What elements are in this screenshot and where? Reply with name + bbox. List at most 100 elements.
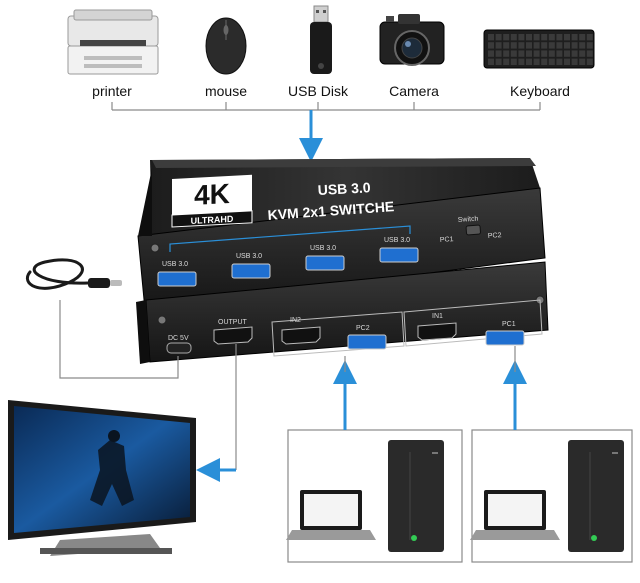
keyboard-key (571, 50, 578, 57)
keyboard-key (503, 42, 510, 49)
keyboard-key (556, 34, 563, 41)
mouse-icon (205, 17, 247, 75)
camera-icon (379, 14, 445, 66)
switch-toggle[interactable] (465, 224, 481, 236)
keyboard-key (526, 42, 532, 49)
peripheral-label-printer: printer (92, 83, 132, 99)
rear-output-label: OUTPUT (218, 319, 248, 326)
keyboard-key (541, 42, 548, 49)
usb-c-cable (26, 258, 122, 290)
switch-label: Switch (458, 216, 479, 224)
power-cable-line (59, 300, 179, 379)
keyboard-key (586, 58, 593, 65)
keyboard-key (495, 34, 502, 41)
device-title-usb: USB 3.0 (317, 179, 371, 198)
keyboard-key (579, 50, 586, 57)
keyboard-key (510, 34, 517, 41)
pc2-group (286, 429, 463, 563)
keyboard-key (548, 34, 555, 41)
keyboard-key (586, 50, 593, 57)
dc-5v-port (166, 342, 192, 354)
keyboard-key (571, 42, 578, 49)
hdmi-output-port (213, 326, 253, 345)
front-usb-port-label: USB 3.0 (236, 253, 262, 260)
keyboard-key (564, 34, 570, 41)
usb-pc2-port (347, 334, 387, 350)
front-usb-port-label: USB 3.0 (384, 237, 410, 244)
keyboard-key (510, 42, 517, 49)
keyboard-key (548, 58, 555, 65)
rear-in2-label: IN2 (290, 317, 301, 324)
keyboard-key (526, 50, 532, 57)
keyboard-key (571, 58, 578, 65)
rear-in1-label: IN1 (432, 313, 443, 320)
usb-pc1-port (485, 330, 525, 346)
hdmi-in2-port (281, 326, 321, 345)
keyboard-key (541, 58, 548, 65)
keyboard-icon (483, 29, 595, 69)
hdmi-in1-port (417, 322, 457, 341)
keyboard-key (488, 50, 494, 57)
keyboard-key (510, 50, 517, 57)
tv-monitor-icon (8, 400, 196, 556)
keyboard-key (533, 58, 540, 65)
keyboard-key (579, 58, 586, 65)
printer-icon (67, 9, 159, 75)
keyboard-key (518, 58, 525, 65)
keyboard-key (503, 50, 510, 57)
peripheral-bus-line (111, 102, 541, 111)
keyboard-key (579, 42, 586, 49)
keyboard-key (579, 34, 586, 41)
front-usb-port-label: USB 3.0 (162, 261, 188, 268)
keyboard-key (564, 42, 570, 49)
front-usb-port-label: USB 3.0 (310, 245, 336, 252)
usb-disk-icon (310, 5, 332, 74)
keyboard-key (571, 34, 578, 41)
rear-pc1-label: PC1 (502, 321, 516, 328)
keyboard-key (518, 42, 525, 49)
keyboard-key (518, 50, 525, 57)
switch-pc2-label: PC2 (488, 232, 502, 240)
keyboard-key (503, 58, 510, 65)
front-usb-port (231, 263, 271, 279)
keyboard-key (556, 50, 563, 57)
peripheral-label-keyboard: Keyboard (510, 83, 570, 99)
keyboard-key (495, 42, 502, 49)
front-usb-port (379, 247, 419, 263)
keyboard-key (586, 34, 593, 41)
logo-4k-text: 4K (194, 178, 230, 211)
keyboard-key (533, 34, 540, 41)
peripheral-label-usb-disk: USB Disk (288, 83, 349, 99)
keyboard-key (548, 42, 555, 49)
keyboard-key (541, 50, 548, 57)
keyboard-key (533, 50, 540, 57)
keyboard-key (533, 42, 540, 49)
keyboard-key (488, 58, 494, 65)
keyboard-key (586, 42, 593, 49)
peripheral-label-mouse: mouse (205, 83, 247, 99)
switch-pc1-label: PC1 (440, 236, 454, 244)
keyboard-key (526, 58, 532, 65)
keyboard-key (518, 34, 525, 41)
keyboard-key (564, 58, 570, 65)
keyboard-key (526, 34, 532, 41)
rear-pc2-label: PC2 (356, 325, 370, 332)
keyboard-key (503, 34, 510, 41)
keyboard-key (556, 58, 563, 65)
keyboard-key (495, 58, 502, 65)
keyboard-key (495, 50, 502, 57)
logo-ultrahd-text: ULTRAHD (191, 214, 234, 226)
keyboard-key (488, 42, 494, 49)
4k-ultrahd-logo: 4K ULTRAHD (171, 174, 253, 228)
keyboard-key (556, 42, 563, 49)
pc1-group (470, 429, 633, 563)
front-usb-port (305, 255, 345, 271)
keyboard-key (488, 34, 494, 41)
rear-dc-label: DC 5V (168, 335, 189, 342)
keyboard-key (564, 50, 570, 57)
keyboard-key (541, 34, 548, 41)
peripheral-label-camera: Camera (389, 83, 439, 99)
front-usb-port (157, 271, 197, 287)
